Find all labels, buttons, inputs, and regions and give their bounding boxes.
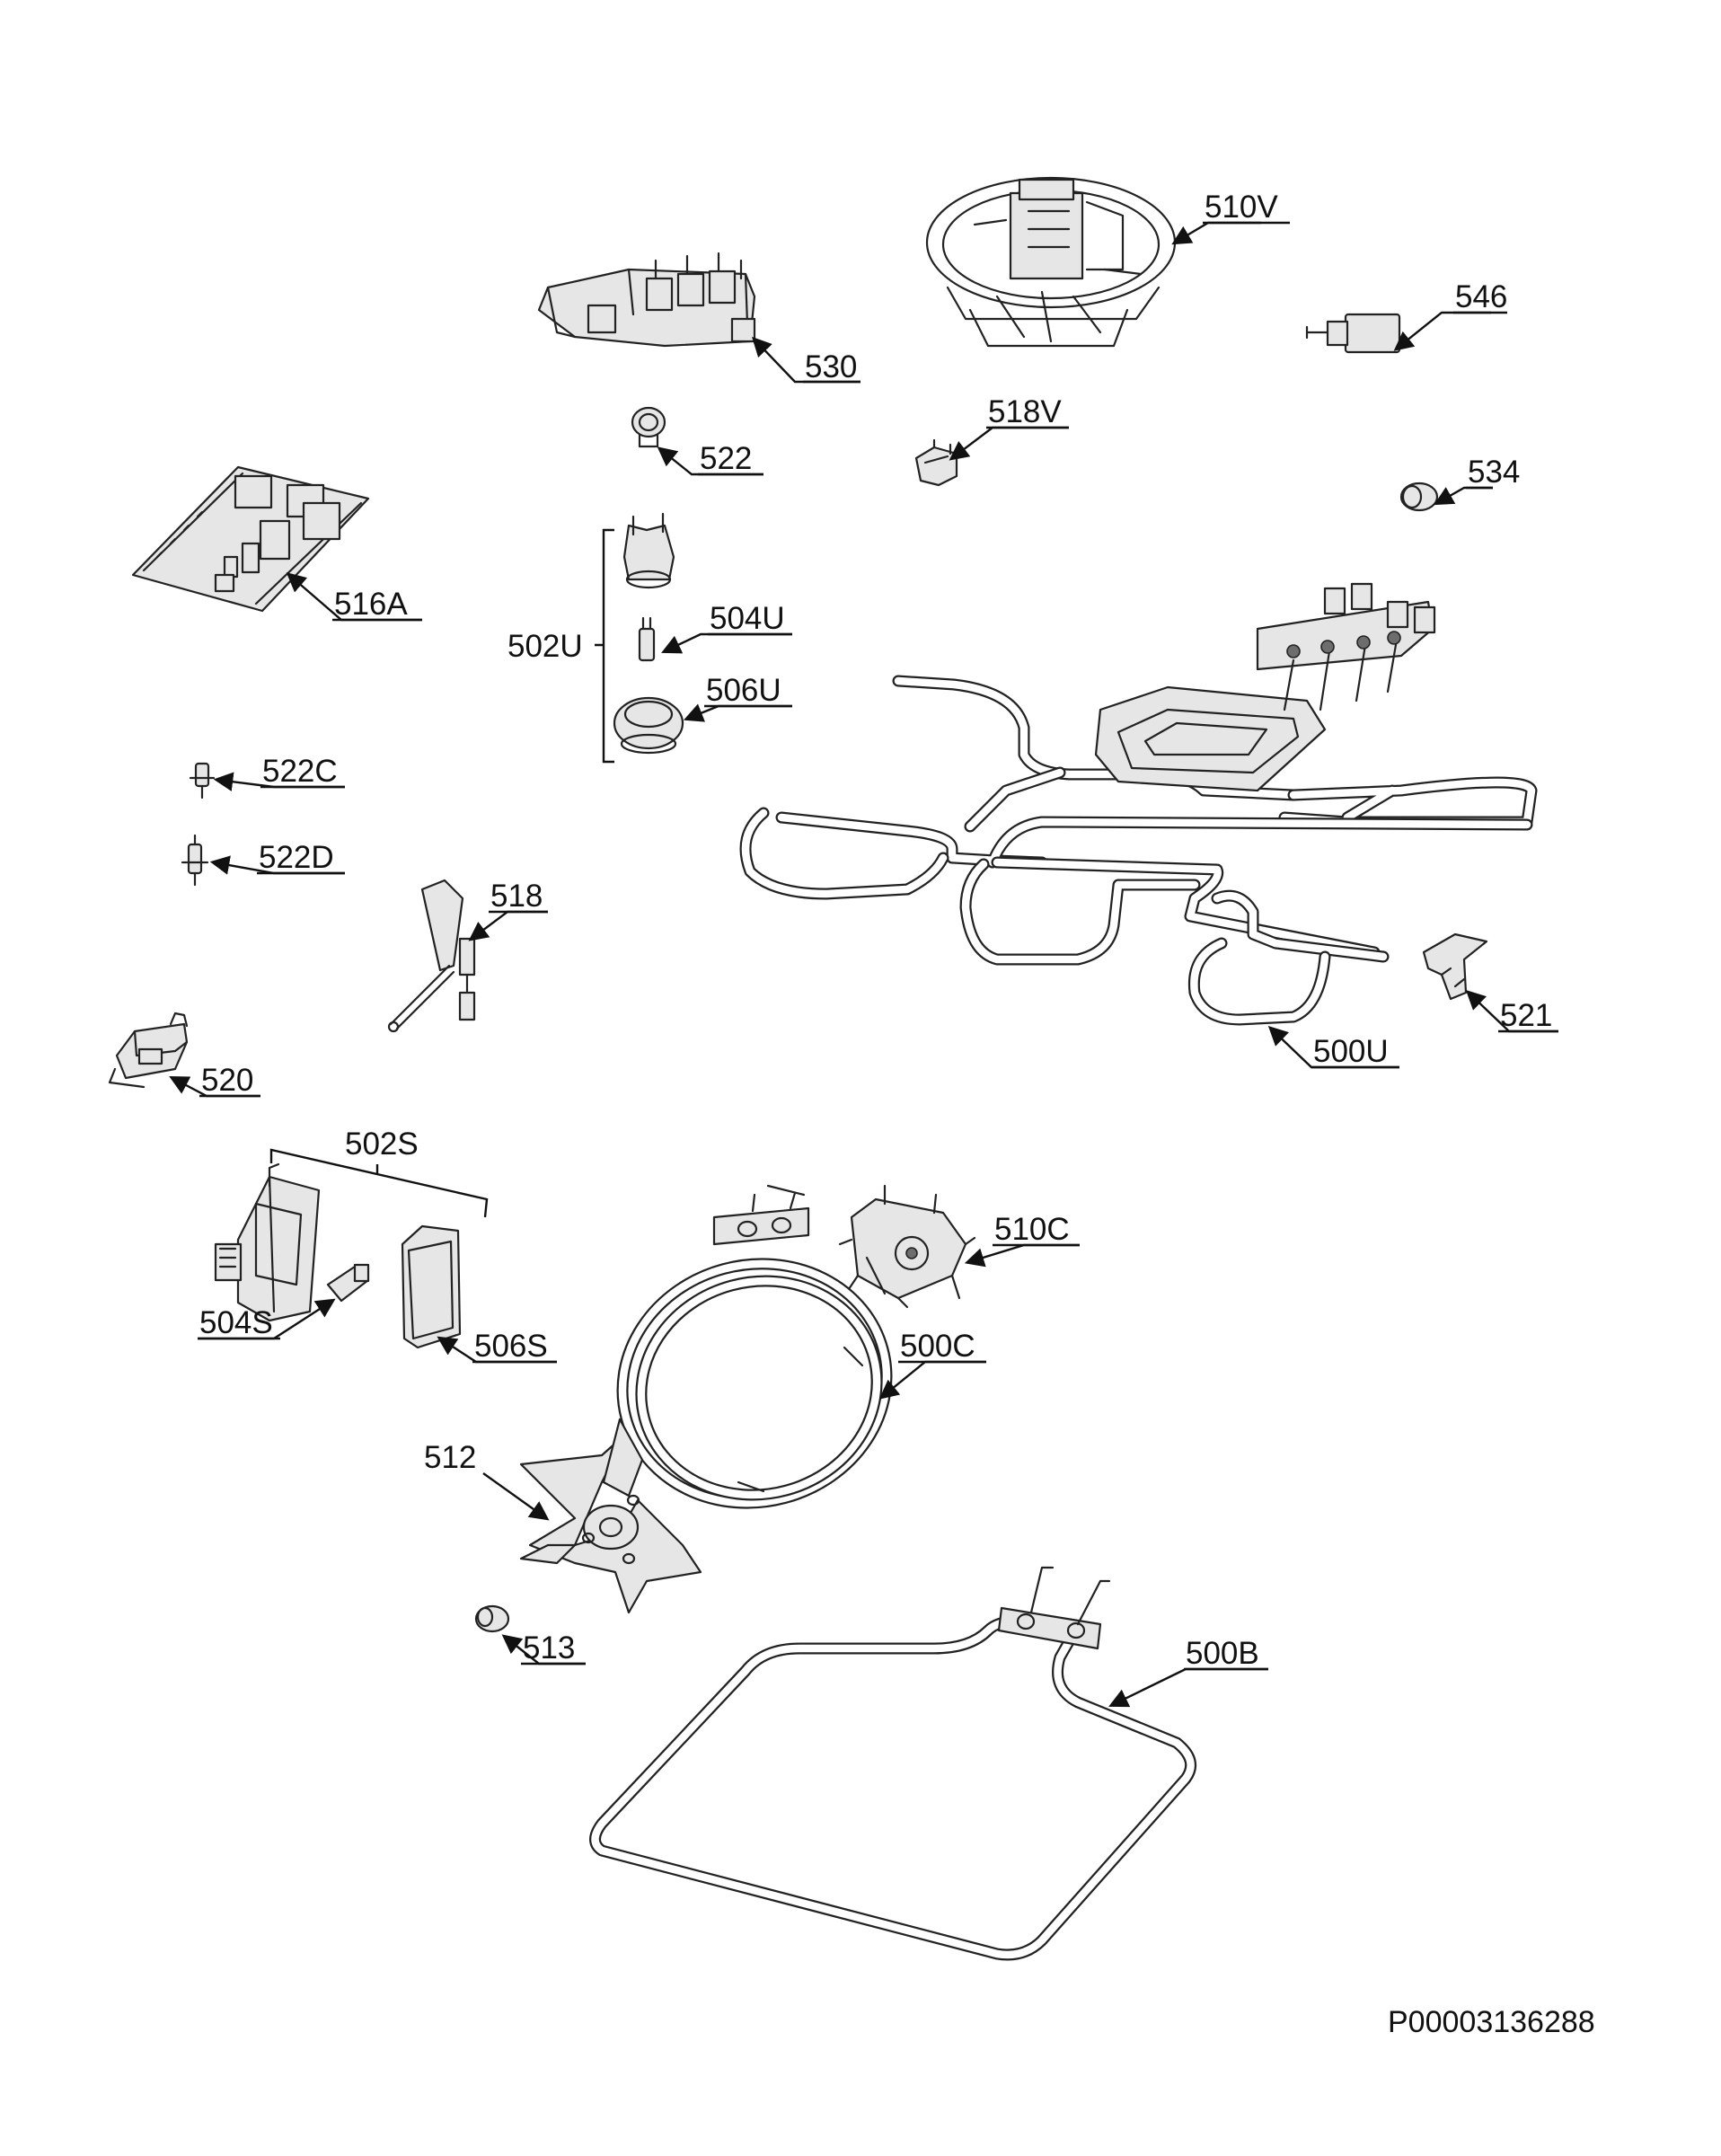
label-534: 534 — [1468, 455, 1520, 490]
label-506U: 506U — [706, 673, 781, 708]
part-534-cap — [1399, 482, 1439, 512]
bracket-502U — [595, 528, 614, 764]
label-521: 521 — [1500, 998, 1552, 1033]
label-522C: 522C — [262, 754, 338, 789]
label-500U: 500U — [1313, 1034, 1389, 1069]
part-504S-bulb — [326, 1263, 370, 1303]
label-530: 530 — [805, 349, 857, 384]
part-520-door-lock — [108, 1012, 189, 1089]
label-516A: 516A — [334, 587, 408, 622]
part-518V-clip — [914, 438, 958, 487]
part-521-clip — [1422, 932, 1488, 1001]
part-522D-fastener — [181, 834, 209, 887]
part-510V-fan-motor — [925, 176, 1177, 348]
part-506S-lamp-glass — [401, 1224, 462, 1349]
part-504U-lamp-body — [622, 512, 675, 589]
label-502U: 502U — [507, 629, 583, 664]
part-506U-lamp-cover — [613, 696, 684, 755]
label-504U: 504U — [710, 601, 785, 636]
label-502S: 502S — [345, 1127, 419, 1162]
label-506S: 506S — [474, 1329, 548, 1364]
part-500B-bottom-element — [589, 1566, 1197, 1961]
label-underlines — [198, 221, 1558, 1671]
part-518-probe — [387, 879, 476, 1033]
label-510V: 510V — [1205, 190, 1278, 225]
label-510C: 510C — [994, 1212, 1070, 1247]
part-512-fan-blade — [519, 1418, 702, 1614]
label-546: 546 — [1455, 279, 1507, 314]
label-504S: 504S — [199, 1305, 273, 1340]
label-518: 518 — [490, 879, 543, 914]
part-500C-circular-element — [616, 1184, 893, 1509]
part-504U-bulb — [638, 616, 656, 662]
part-500U-grill-element — [739, 582, 1538, 1026]
label-520: 520 — [201, 1063, 253, 1098]
part-labels: 510V 546 530 522 518V 534 516A 502U 504U… — [199, 190, 1552, 1671]
label-500B: 500B — [1186, 1636, 1259, 1671]
part-510C-fan-motor — [838, 1184, 976, 1309]
bracket-502S — [269, 1148, 489, 1218]
label-522D: 522D — [259, 840, 334, 875]
part-522-clip — [631, 406, 666, 448]
label-512: 512 — [424, 1440, 476, 1475]
part-513-nut — [474, 1604, 510, 1633]
label-518V: 518V — [988, 394, 1062, 429]
part-516A-circuit-board — [131, 465, 370, 613]
part-502S-lamp-housing — [214, 1162, 321, 1322]
label-522: 522 — [700, 441, 752, 476]
leader-lines — [169, 221, 1558, 1708]
label-513: 513 — [523, 1630, 575, 1666]
reference-code: P00003136288 — [1388, 2005, 1595, 2039]
label-500C: 500C — [900, 1329, 975, 1364]
part-546-switch — [1305, 313, 1401, 354]
part-530-terminal-block — [537, 252, 756, 348]
part-522C-fastener — [189, 762, 216, 800]
